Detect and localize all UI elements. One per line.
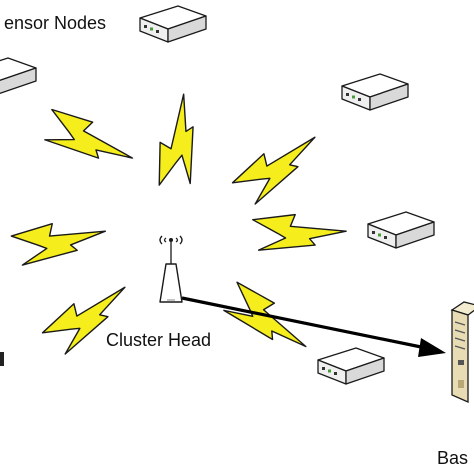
server-tower-icon bbox=[450, 301, 474, 403]
wireless-antenna-icon bbox=[159, 235, 183, 303]
sensor-nodes-label: ensor Nodes bbox=[4, 13, 107, 33]
network-device-icon bbox=[0, 57, 37, 95]
link-arrow bbox=[181, 296, 446, 357]
lightning-bolt-icon bbox=[150, 90, 209, 193]
base-station-label: Bas bbox=[437, 448, 469, 468]
network-device-icon bbox=[341, 73, 409, 111]
lightning-bolt-icon bbox=[249, 210, 348, 257]
partial-node-icon bbox=[0, 352, 4, 366]
network-device-icon bbox=[367, 211, 435, 249]
cluster-head-label: Cluster Head bbox=[106, 330, 212, 350]
lightning-bolt-icon bbox=[37, 101, 140, 181]
lightning-bolt-icon bbox=[227, 125, 329, 209]
network-device-icon bbox=[139, 5, 207, 43]
network-device-icon bbox=[317, 347, 385, 385]
lightning-bolt-icon bbox=[9, 217, 109, 267]
wireless-links bbox=[9, 90, 348, 367]
